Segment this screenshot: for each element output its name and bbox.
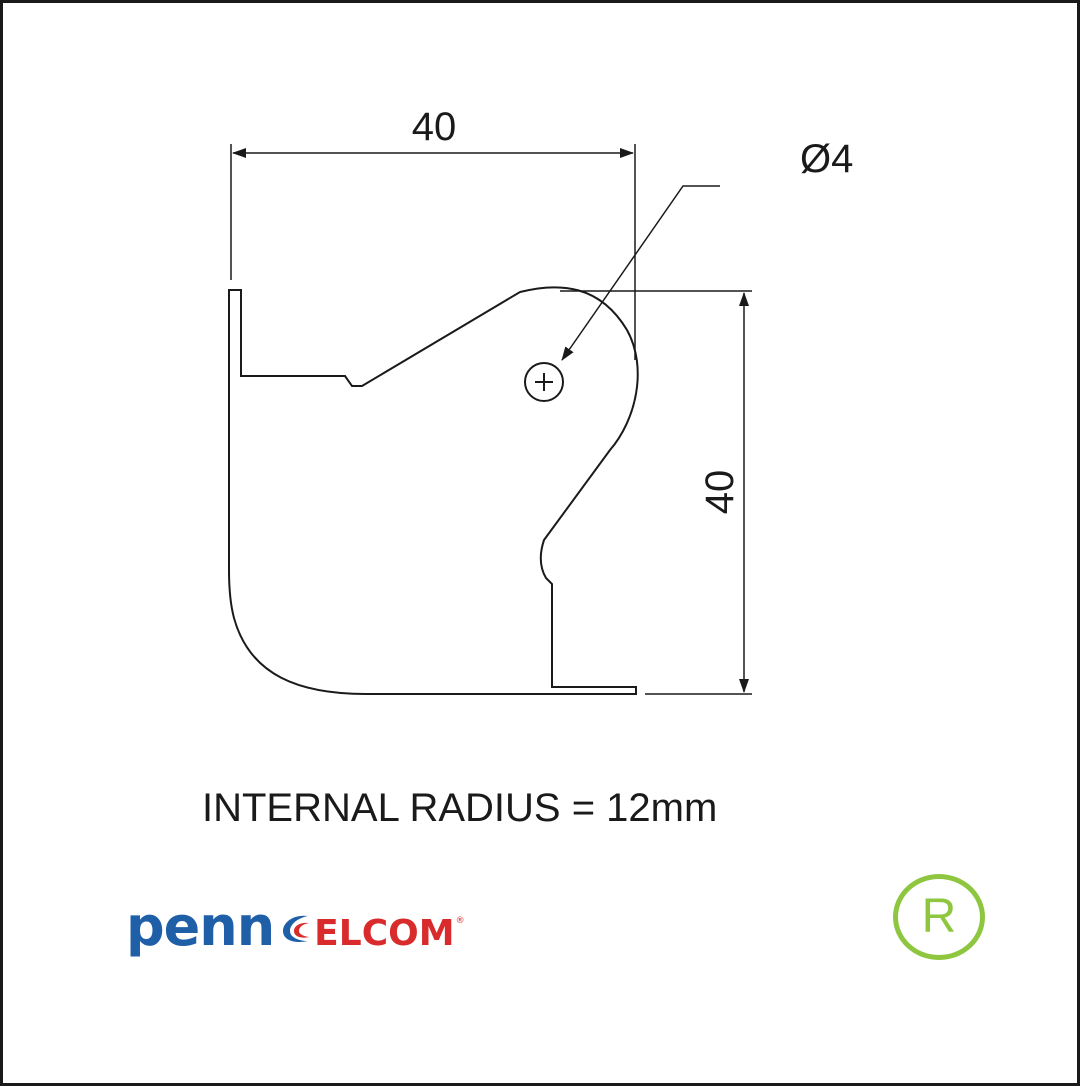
penn-elcom-logo: penn ELCOM ®: [126, 900, 465, 970]
hole-label: Ø4: [800, 137, 853, 181]
brand-secondary-text: ELCOM: [314, 913, 455, 954]
registered-ring: [893, 874, 985, 960]
height-label: 40: [698, 470, 742, 515]
registered-trademark-icon: R: [893, 874, 985, 960]
registered-letter: R: [921, 890, 957, 943]
internal-radius-note: INTERNAL RADIUS = 12mm: [202, 786, 718, 830]
logo-swoosh-icon: [283, 915, 310, 942]
width-label: 40: [412, 105, 457, 149]
mounting-hole: [524, 362, 564, 402]
corner-outline: [228, 286, 639, 695]
brand-trademark-mark: ®: [455, 916, 465, 926]
brand-primary-text: penn: [126, 895, 275, 958]
hole-leader-line: [561, 185, 720, 361]
